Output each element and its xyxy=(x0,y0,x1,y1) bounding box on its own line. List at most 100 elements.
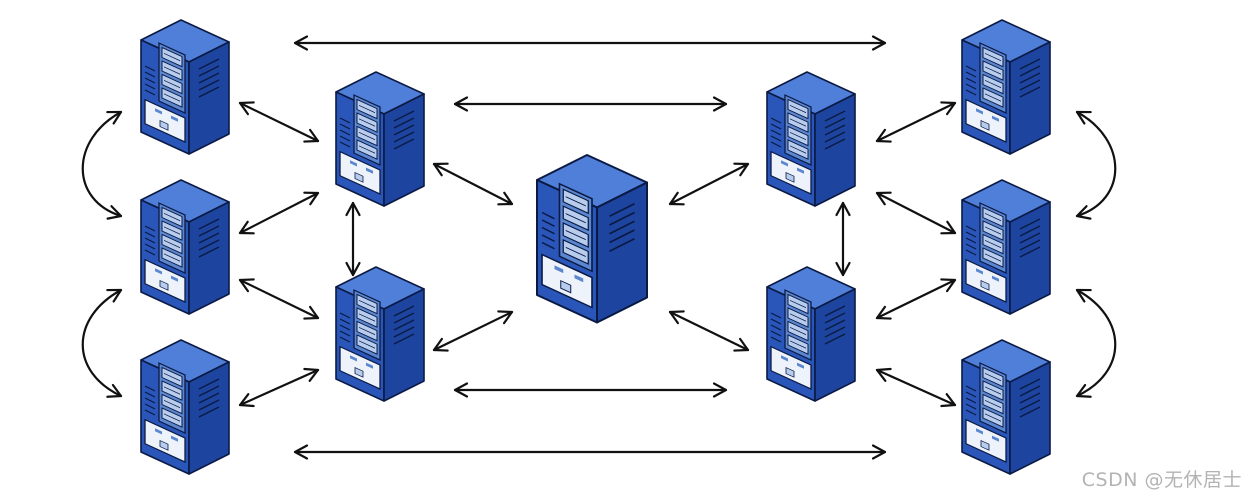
arrowhead-icon xyxy=(106,110,123,125)
drive-handle xyxy=(164,212,180,222)
arrowhead-icon xyxy=(712,382,728,398)
vent-slot xyxy=(339,324,351,331)
drive-handle xyxy=(985,253,1001,262)
server-side-face xyxy=(1009,201,1051,315)
vent-slot xyxy=(965,409,977,416)
vent-slot xyxy=(609,220,635,235)
vent-slot xyxy=(1019,378,1041,390)
vent-slot xyxy=(393,333,415,345)
status-led xyxy=(797,167,804,174)
arrowhead-icon xyxy=(733,337,750,352)
vent-slot xyxy=(144,391,156,398)
status-led xyxy=(350,355,357,362)
connection-left-inner-bot-to-right-inner-bot xyxy=(453,382,728,398)
connection-line xyxy=(668,162,750,206)
vent-slot xyxy=(770,324,782,331)
drive-panel xyxy=(541,182,593,309)
drive-handle xyxy=(164,93,180,102)
vent-slot xyxy=(393,110,415,122)
power-button-icon xyxy=(354,366,364,378)
arrowhead-icon xyxy=(875,191,892,206)
drive-handle xyxy=(359,145,375,154)
arrowhead-icon xyxy=(871,444,887,460)
servers-layer xyxy=(140,19,1051,475)
vent-slot xyxy=(1019,72,1041,84)
connection-line xyxy=(668,310,750,352)
arrowhead-icon xyxy=(238,220,255,235)
arrowhead-icon xyxy=(293,35,309,51)
vent-slot xyxy=(1019,65,1041,77)
server-right-outer-middle xyxy=(961,179,1051,315)
drive-handle xyxy=(359,131,375,141)
server-side-face xyxy=(596,181,648,324)
connection-left-inner-top-to-right-inner-top xyxy=(453,96,728,112)
server-left-outer-middle xyxy=(140,179,230,315)
vent-slot xyxy=(198,79,220,91)
arrowhead-icon xyxy=(303,128,320,143)
connection-curve xyxy=(81,288,123,398)
watermark-text: CSDN @无休居士 xyxy=(1081,469,1242,491)
connection-left-outer-top-to-right-outer-top xyxy=(293,35,887,51)
vent-slot xyxy=(965,77,977,84)
connection-right-outer-mid-to-right-outer-bot xyxy=(1075,288,1117,398)
vent-slot xyxy=(339,318,351,325)
drive-handle xyxy=(790,118,806,127)
server-side-face xyxy=(383,288,425,402)
drive-handle xyxy=(790,145,806,154)
drive-handle xyxy=(359,340,375,349)
power-button-icon xyxy=(785,366,795,378)
drive-handle xyxy=(985,413,1001,422)
vent-slot xyxy=(339,312,351,319)
connection-curve xyxy=(81,110,123,218)
vent-slot xyxy=(770,123,782,130)
vent-slot xyxy=(1019,225,1041,237)
server-side-face xyxy=(383,93,425,207)
vent-slot xyxy=(339,129,351,136)
status-led xyxy=(574,274,584,283)
connection-left-outer-mid-to-left-outer-bot xyxy=(81,288,123,398)
arrowhead-icon xyxy=(432,337,449,352)
connection-left-inner-top-to-left-inner-bot xyxy=(345,201,361,277)
vent-slot xyxy=(393,131,415,143)
vent-slot xyxy=(198,399,220,411)
vent-slot xyxy=(965,243,977,250)
vent-slot xyxy=(339,117,351,124)
vent-slot xyxy=(198,65,220,77)
vent-slot xyxy=(965,225,977,232)
vent-slot xyxy=(770,141,782,148)
vent-slot xyxy=(144,89,156,96)
vent-slot xyxy=(198,392,220,404)
drive-handle xyxy=(985,79,1001,89)
server-left-inner-bottom xyxy=(335,266,425,402)
drive-panel xyxy=(144,202,186,303)
drive-handle xyxy=(359,326,375,336)
server-side-face xyxy=(188,41,230,155)
vent-slot xyxy=(144,71,156,78)
drive-handle xyxy=(985,399,1001,409)
arrowhead-icon xyxy=(238,101,255,116)
power-button-icon xyxy=(159,119,169,131)
vent-slot xyxy=(1019,58,1041,70)
vent-slot xyxy=(339,141,351,148)
power-button-icon xyxy=(354,171,364,183)
connection-line xyxy=(238,368,320,407)
server-left-inner-top xyxy=(335,71,425,207)
vent-slot xyxy=(965,249,977,256)
connection-line xyxy=(432,162,514,206)
vent-slot xyxy=(393,305,415,317)
vent-slot xyxy=(198,218,220,230)
status-led xyxy=(155,108,162,115)
vent-slot xyxy=(1019,399,1041,411)
power-button-icon xyxy=(980,119,990,131)
vent-slot xyxy=(770,129,782,136)
vent-slot xyxy=(541,234,555,242)
arrowhead-icon xyxy=(875,128,892,143)
vent-slot xyxy=(393,312,415,324)
connection-right-inner-bot-to-central-server xyxy=(668,310,750,352)
vent-slot xyxy=(965,385,977,392)
drive-handle xyxy=(985,52,1001,62)
drive-handle xyxy=(565,229,586,241)
status-led xyxy=(171,435,178,442)
arrowhead-icon xyxy=(1075,383,1092,398)
